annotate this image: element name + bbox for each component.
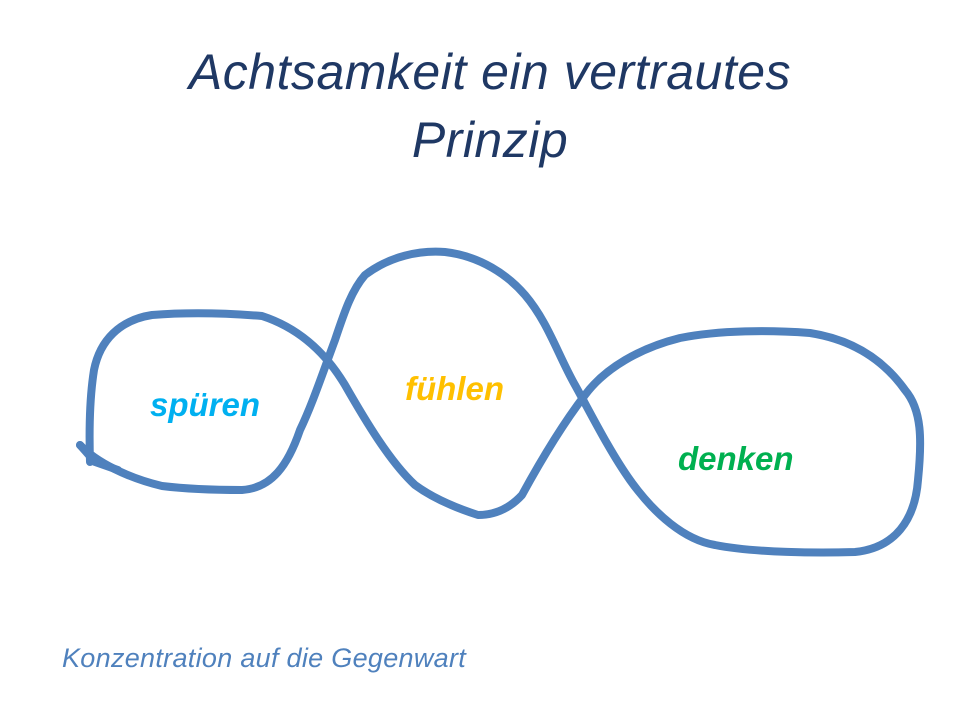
label-spueren: spüren xyxy=(150,386,261,423)
slide-title-line-1: Achtsamkeit ein vertrautes xyxy=(188,44,792,100)
slide-title-line-2: Prinzip xyxy=(411,112,569,168)
label-fuehlen: fühlen xyxy=(405,370,504,407)
slide-title: Achtsamkeit ein vertrautes Prinzip xyxy=(80,38,900,174)
label-denken: denken xyxy=(678,440,794,477)
loop-end-mark xyxy=(76,441,122,474)
hand-drawn-loop xyxy=(76,247,925,557)
footer-caption: Konzentration auf die Gegenwart xyxy=(62,643,467,673)
